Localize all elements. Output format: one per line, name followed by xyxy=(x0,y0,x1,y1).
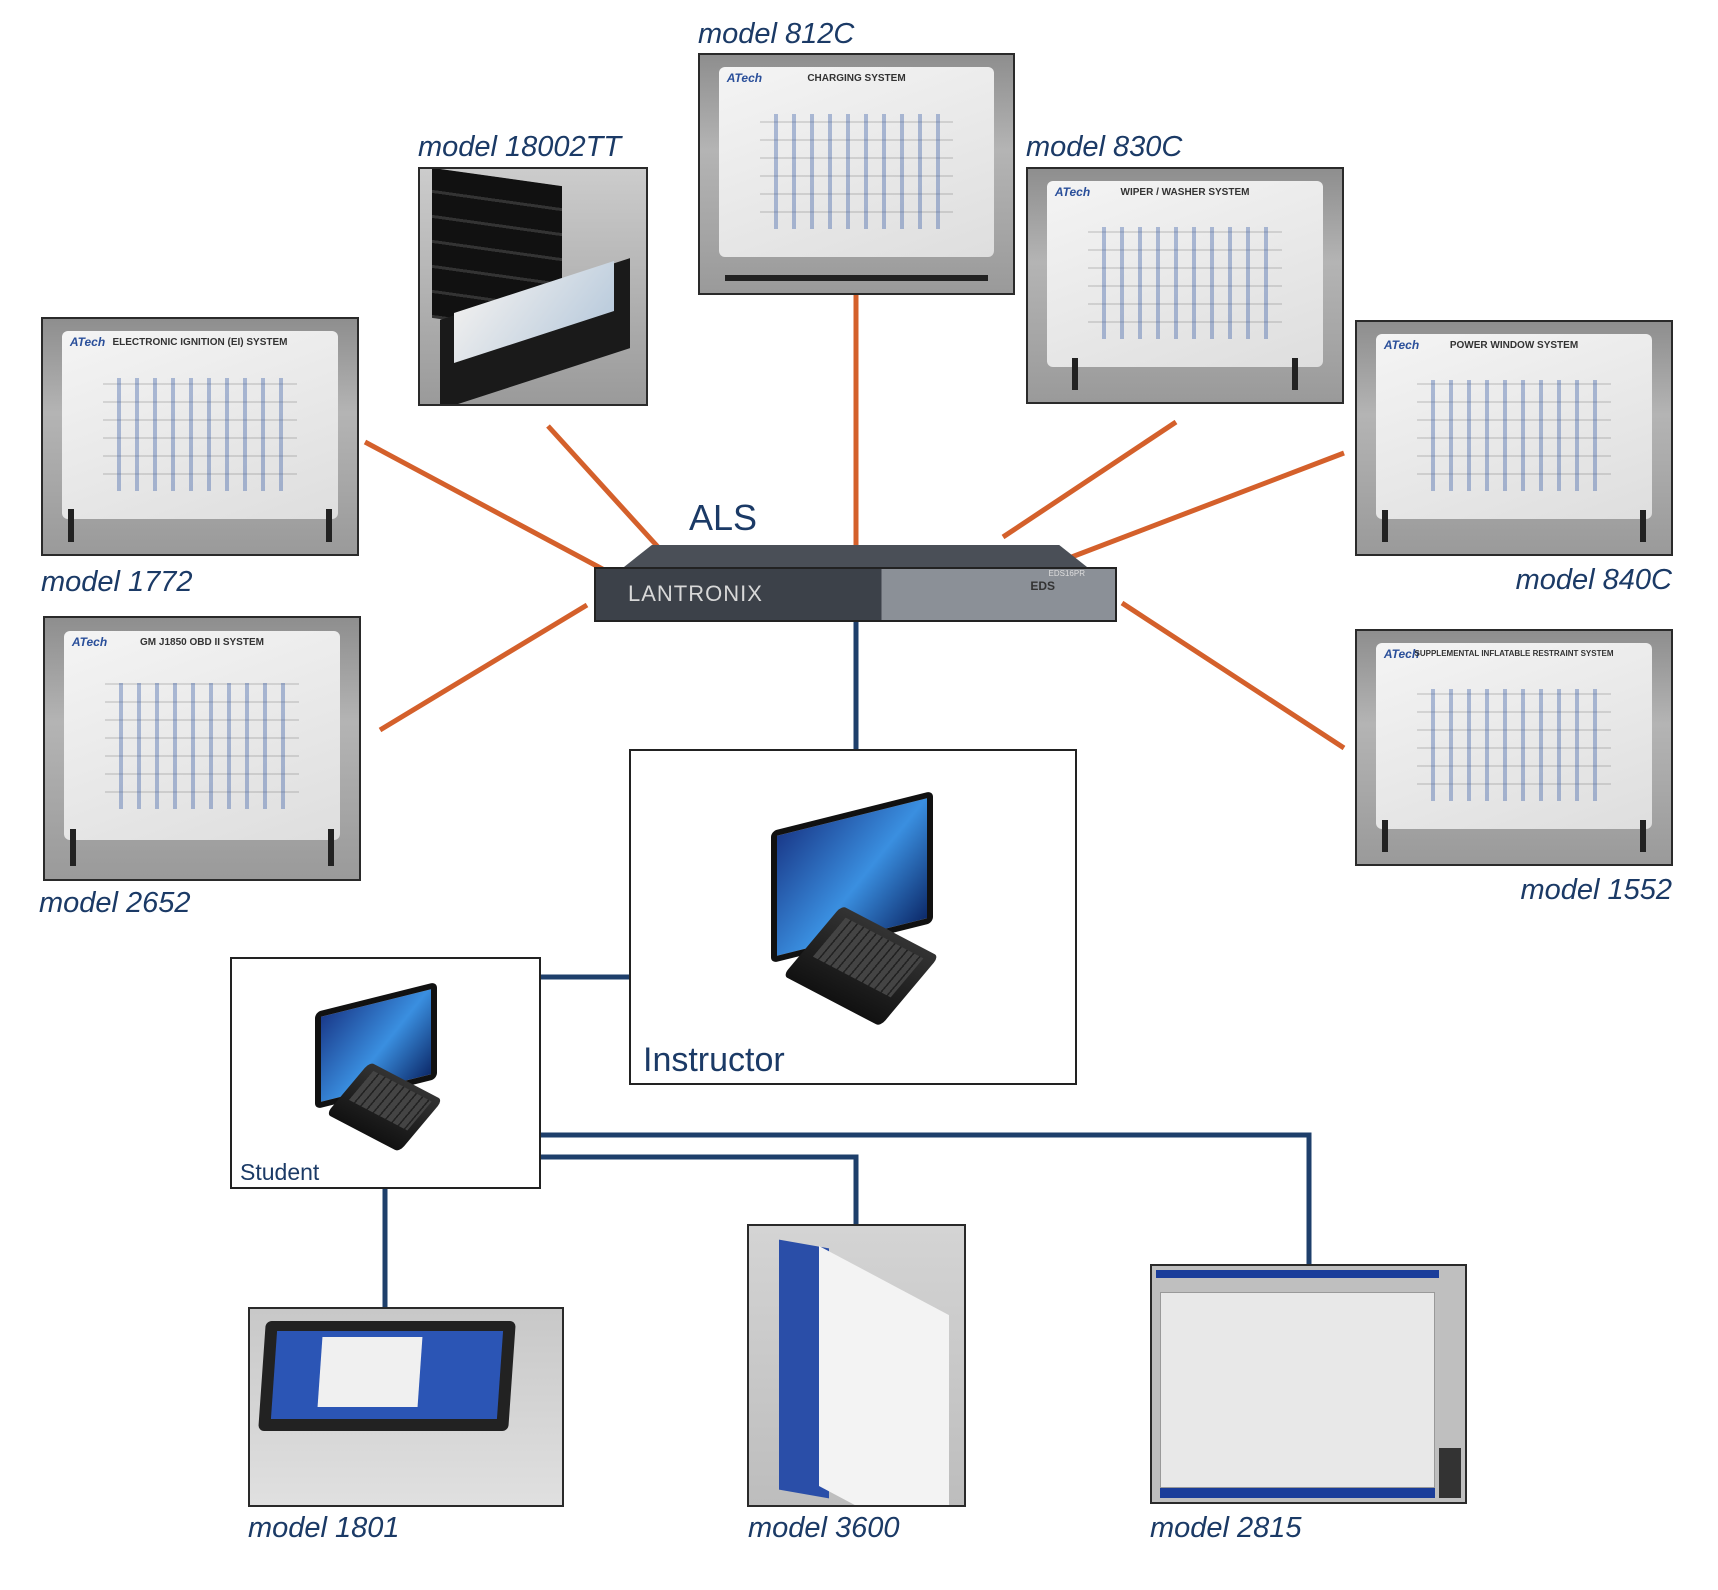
trainer-image-830c: ATech WIPER / WASHER SYSTEM xyxy=(1026,167,1344,404)
link-1552 xyxy=(1120,600,1346,751)
atech-logo: ATech xyxy=(1383,646,1420,661)
link-1772 xyxy=(363,439,610,575)
laptop-icon xyxy=(287,969,487,1169)
instructor-box: Instructor xyxy=(629,749,1077,1085)
atech-logo: ATech xyxy=(69,334,106,349)
trainer-image-1772: ATech ELECTRONIC IGNITION (EI) SYSTEM xyxy=(41,317,359,556)
atech-logo: ATech xyxy=(1383,337,1420,352)
panel-title: WIPER / WASHER SYSTEM xyxy=(1120,186,1250,198)
panel-title: SUPPLEMENTAL INFLATABLE RESTRAINT SYSTEM xyxy=(1414,648,1614,658)
trainer-image-2815 xyxy=(1150,1264,1467,1504)
trainer-image-812c: ATech CHARGING SYSTEM xyxy=(698,53,1015,295)
label-1772: model 1772 xyxy=(41,566,193,598)
trainer-image-18002tt xyxy=(418,167,648,406)
label-1801: model 1801 xyxy=(248,1512,400,1544)
label-812c: model 812C xyxy=(698,18,855,50)
trainer-image-840c: ATech POWER WINDOW SYSTEM xyxy=(1355,320,1673,556)
panel-title: CHARGING SYSTEM xyxy=(807,72,906,84)
student-label: Student xyxy=(240,1159,320,1185)
atech-logo: ATech xyxy=(71,635,108,650)
panel-title: GM J1850 OBD II SYSTEM xyxy=(140,637,264,649)
label-830c: model 830C xyxy=(1026,131,1183,163)
label-840c: model 840C xyxy=(1515,564,1672,596)
label-1552: model 1552 xyxy=(1520,874,1672,906)
instructor-label: Instructor xyxy=(643,1041,785,1079)
trainer-image-2652: ATech GM J1850 OBD II SYSTEM xyxy=(43,616,361,881)
link-2652 xyxy=(378,602,589,733)
trainer-image-3600 xyxy=(747,1224,966,1507)
atech-logo: ATech xyxy=(1054,184,1091,199)
student-box: Student xyxy=(230,957,541,1189)
link-840c xyxy=(1068,450,1345,561)
link-2815 xyxy=(541,1132,1312,1264)
link-3600 xyxy=(541,1154,859,1224)
label-18002tt: model 18002TT xyxy=(418,131,622,163)
link-830c xyxy=(1001,419,1178,540)
label-2652: model 2652 xyxy=(39,887,191,919)
panel-title: POWER WINDOW SYSTEM xyxy=(1449,339,1579,351)
lantronix-device-server: LANTRONIX EDS16PR EDS xyxy=(594,545,1117,622)
hub-label: ALS xyxy=(689,497,758,538)
panel-title: ELECTRONIC IGNITION (EI) SYSTEM xyxy=(112,336,288,348)
label-3600: model 3600 xyxy=(748,1512,900,1544)
trainer-image-1801 xyxy=(248,1307,564,1507)
product-name: EDS xyxy=(1030,579,1055,593)
label-2815: model 2815 xyxy=(1150,1512,1302,1544)
link-18002tt xyxy=(546,424,660,549)
atech-logo: ATech xyxy=(726,70,763,85)
laptop-icon xyxy=(731,771,991,1031)
model-badge: EDS16PR xyxy=(1048,569,1085,578)
brand-logo: LANTRONIX xyxy=(628,581,763,606)
